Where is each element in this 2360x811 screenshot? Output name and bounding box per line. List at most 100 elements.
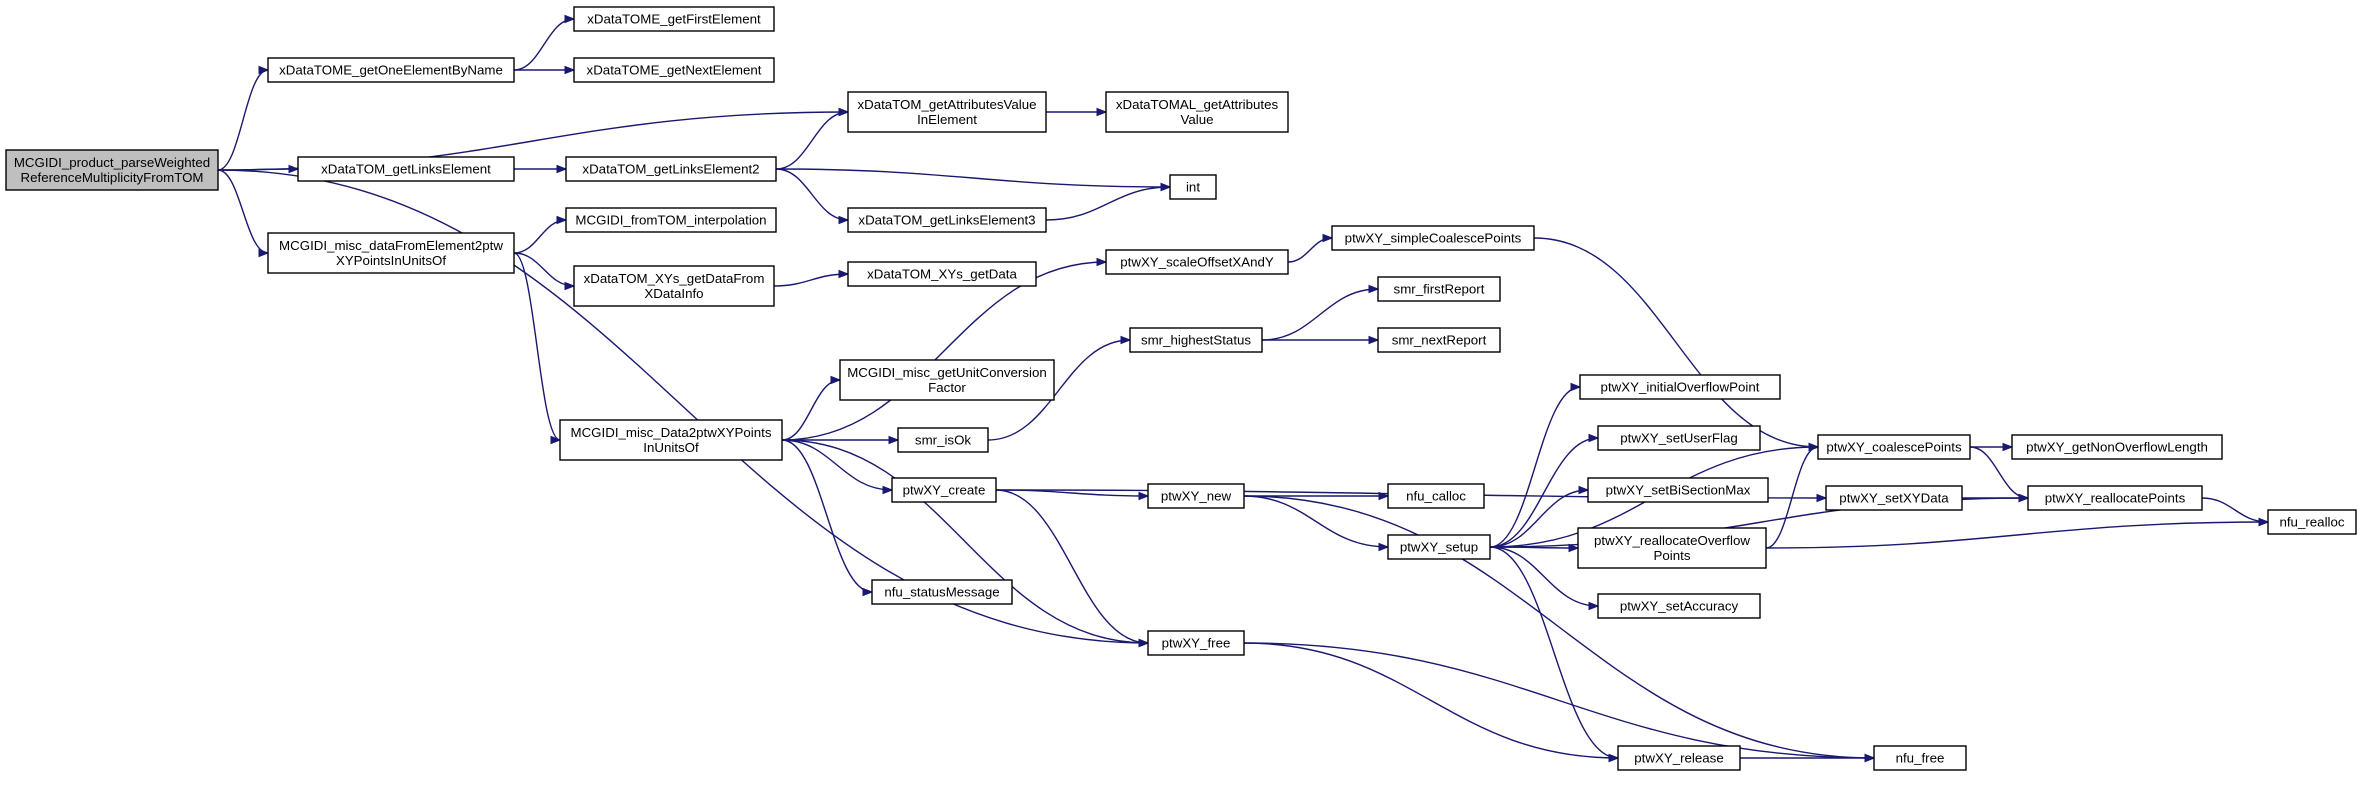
node-label-getNextElement-line1: xDataTOME_getNextElement: [587, 63, 762, 78]
node-box-ptwXY_release: [1617, 745, 1741, 771]
node-label-fromTOM_interpolation-line1: MCGIDI_fromTOM_interpolation: [575, 213, 766, 228]
edge-getLinksElement2-to-int: [775, 168, 1171, 188]
node-box-initialOverflowPoint: [1579, 374, 1781, 400]
node-box-reallocatePoints: [2027, 485, 2203, 511]
node-box-root: [5, 149, 219, 191]
node-box-toMAL_getAttributesValue: [1105, 91, 1289, 133]
edge-ptwXY_setup-to-initialOverflowPoint: [1489, 386, 1581, 548]
node-box-simpleCoalescePoints: [1331, 225, 1535, 251]
arrowhead-ptwXY_create-to-ptwXY_free: [1138, 638, 1150, 648]
node-smr_highestStatus[interactable]: smr_highestStatus: [1129, 327, 1263, 353]
node-XYs_getData[interactable]: xDataTOM_XYs_getData: [847, 261, 1037, 287]
arrowhead-ptwXY_new-to-nfu_calloc: [1378, 491, 1390, 501]
node-setBiSectionMax[interactable]: ptwXY_setBiSectionMax: [1587, 477, 1769, 503]
node-box-fromTOM_interpolation: [565, 207, 777, 233]
node-nfu_calloc[interactable]: nfu_calloc: [1387, 483, 1485, 509]
node-nfu_realloc[interactable]: nfu_realloc: [2267, 509, 2357, 535]
node-ptwXY_free[interactable]: ptwXY_free: [1147, 630, 1245, 656]
arrowhead-dataFromElement2-to-fromTOM_interpolation: [556, 215, 568, 225]
arrowhead-root-to-getOneElementByName: [258, 65, 270, 75]
node-smr_isOk[interactable]: smr_isOk: [897, 427, 989, 453]
arrowhead-getAttributesValueInElement-to-toMAL_getAttributesValue: [1096, 107, 1108, 117]
node-label-root-line2: ReferenceMultiplicityFromTOM: [21, 170, 204, 185]
node-scaleOffsetXAndY[interactable]: ptwXY_scaleOffsetXAndY: [1105, 249, 1289, 275]
node-getNonOverflowLength[interactable]: ptwXY_getNonOverflowLength: [2011, 434, 2223, 460]
node-getFirstElement[interactable]: xDataTOME_getFirstElement: [573, 6, 775, 32]
node-box-XYs_getData: [847, 261, 1037, 287]
edge-root-to-dataFromElement2: [217, 169, 269, 254]
node-simpleCoalescePoints[interactable]: ptwXY_simpleCoalescePoints: [1331, 225, 1535, 251]
node-label-getAttributesValueInElement-line1: xDataTOM_getAttributesValue: [857, 97, 1036, 112]
node-setAccuracy[interactable]: ptwXY_setAccuracy: [1597, 593, 1761, 619]
node-ptwXY_release[interactable]: ptwXY_release: [1617, 745, 1741, 771]
node-reallocatePoints[interactable]: ptwXY_reallocatePoints: [2027, 485, 2203, 511]
node-int[interactable]: int: [1169, 174, 1217, 200]
node-label-reallocateOverflowPoints-line1: ptwXY_reallocateOverflow: [1594, 533, 1750, 548]
node-label-getFirstElement-line1: xDataTOME_getFirstElement: [587, 12, 761, 27]
node-box-setAccuracy: [1597, 593, 1761, 619]
node-label-simpleCoalescePoints-line1: ptwXY_simpleCoalescePoints: [1345, 231, 1522, 246]
node-setXYData[interactable]: ptwXY_setXYData: [1825, 485, 1963, 511]
arrowhead-getLinksElement2-to-getAttributesValueInElement: [838, 107, 850, 117]
node-ptwXY_new[interactable]: ptwXY_new: [1147, 483, 1245, 509]
node-label-reallocatePoints-line1: ptwXY_reallocatePoints: [2045, 491, 2186, 506]
arrowhead-smr_isOk-to-smr_highestStatus: [1120, 335, 1132, 345]
node-dataFromElement2[interactable]: MCGIDI_misc_dataFromElement2ptwXYPointsI…: [267, 232, 515, 274]
node-getLinksElement2[interactable]: xDataTOM_getLinksElement2: [565, 156, 777, 182]
arrowhead-ptwXY_release-to-nfu_free: [1864, 753, 1876, 763]
arrowhead-ptwXY_free-to-ptwXY_release: [1608, 753, 1620, 763]
node-box-ptwXY_create: [891, 477, 997, 503]
node-label-dataFromElement2-line2: XYPointsInUnitsOf: [336, 253, 446, 268]
node-box-getUnitConversionFactor: [839, 359, 1055, 401]
edge-getOneElementByName-to-getFirstElement: [513, 18, 575, 71]
node-label-getAttributesValueInElement-line2: InElement: [917, 112, 977, 127]
arrowhead-Data2ptwXYPoints-to-ptwXY_create: [882, 485, 894, 495]
node-root[interactable]: MCGIDI_product_parseWeightedReferenceMul…: [5, 149, 219, 191]
node-fromTOM_interpolation[interactable]: MCGIDI_fromTOM_interpolation: [565, 207, 777, 233]
edges-layer: [217, 14, 2270, 763]
node-label-getOneElementByName-line1: xDataTOME_getOneElementByName: [279, 63, 503, 78]
node-nfu_free[interactable]: nfu_free: [1873, 745, 1967, 771]
node-box-setXYData: [1825, 485, 1963, 511]
node-getLinksElement3[interactable]: xDataTOM_getLinksElement3: [847, 207, 1047, 233]
node-label-smr_highestStatus-line1: smr_highestStatus: [1141, 333, 1251, 348]
arrowhead-Data2ptwXYPoints-to-getUnitConversionFactor: [830, 375, 842, 385]
node-label-getLinksElement-line1: xDataTOM_getLinksElement: [321, 162, 491, 177]
node-box-nfu_realloc: [2267, 509, 2357, 535]
node-ptwXY_create[interactable]: ptwXY_create: [891, 477, 997, 503]
node-toMAL_getAttributesValue[interactable]: xDataTOMAL_getAttributesValue: [1105, 91, 1289, 133]
node-ptwXY_setup[interactable]: ptwXY_setup: [1387, 534, 1491, 560]
node-setUserFlag[interactable]: ptwXY_setUserFlag: [1597, 425, 1761, 451]
edge-getLinksElement3-to-int: [1045, 186, 1171, 221]
edge-ptwXY_setup-to-setUserFlag: [1489, 437, 1599, 548]
node-box-getLinksElement3: [847, 207, 1047, 233]
node-smr_nextReport[interactable]: smr_nextReport: [1377, 327, 1501, 353]
node-label-nfu_free-line1: nfu_free: [1896, 751, 1945, 766]
arrowhead-coalescePoints-to-getNonOverflowLength: [2002, 442, 2014, 452]
node-getNextElement[interactable]: xDataTOME_getNextElement: [573, 57, 775, 83]
arrowhead-Data2ptwXYPoints-to-scaleOffsetXAndY: [1096, 257, 1108, 267]
nodes-layer: MCGIDI_product_parseWeightedReferenceMul…: [5, 6, 2357, 771]
node-coalescePoints[interactable]: ptwXY_coalescePoints: [1817, 434, 1971, 460]
node-label-toMAL_getAttributesValue-line2: Value: [1180, 112, 1213, 127]
node-getLinksElement[interactable]: xDataTOM_getLinksElement: [297, 156, 515, 182]
node-label-getUnitConversionFactor-line1: MCGIDI_misc_getUnitConversion: [847, 365, 1047, 380]
node-smr_firstReport[interactable]: smr_firstReport: [1377, 276, 1501, 302]
node-label-ptwXY_setup-line1: ptwXY_setup: [1400, 540, 1478, 555]
edge-dataFromElement2-to-Data2ptwXYPoints: [513, 252, 561, 441]
arrowhead-ptwXY_setup-to-setAccuracy: [1588, 601, 1600, 611]
node-getOneElementByName[interactable]: xDataTOME_getOneElementByName: [267, 57, 515, 83]
edge-ptwXY_new-to-ptwXY_setup: [1243, 495, 1389, 548]
node-nfu_statusMessage[interactable]: nfu_statusMessage: [871, 579, 1013, 605]
arrowhead-root-to-getLinksElement: [288, 164, 300, 174]
node-box-nfu_calloc: [1387, 483, 1485, 509]
node-initialOverflowPoint[interactable]: ptwXY_initialOverflowPoint: [1579, 374, 1781, 400]
edge-getLinksElement2-to-getLinksElement3: [775, 168, 849, 221]
node-label-Data2ptwXYPoints-line1: MCGIDI_misc_Data2ptwXYPoints: [571, 425, 772, 440]
